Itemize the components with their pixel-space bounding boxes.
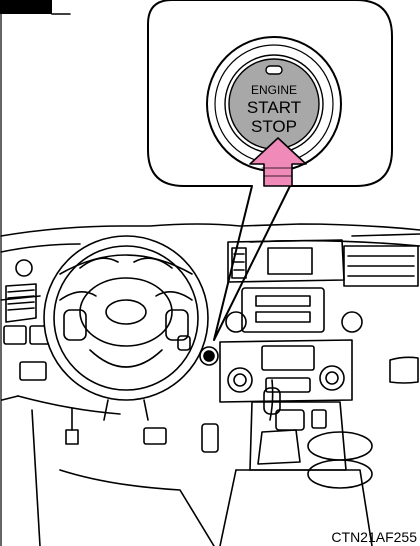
center-console bbox=[220, 380, 372, 546]
corner-tab bbox=[0, 0, 52, 14]
steering-wheel bbox=[44, 236, 208, 420]
indicator-lamp-icon bbox=[266, 66, 282, 74]
dashboard-start-button bbox=[200, 347, 218, 365]
cabin-floor bbox=[2, 396, 214, 546]
pedals bbox=[66, 408, 218, 452]
right-air-vent bbox=[344, 246, 418, 383]
left-air-vent bbox=[6, 260, 36, 322]
button-text-engine: ENGINE bbox=[251, 83, 297, 97]
button-text-start: START bbox=[247, 98, 301, 117]
button-text-stop: STOP bbox=[251, 117, 297, 136]
figure-code: CTN21AF255 bbox=[331, 529, 417, 545]
